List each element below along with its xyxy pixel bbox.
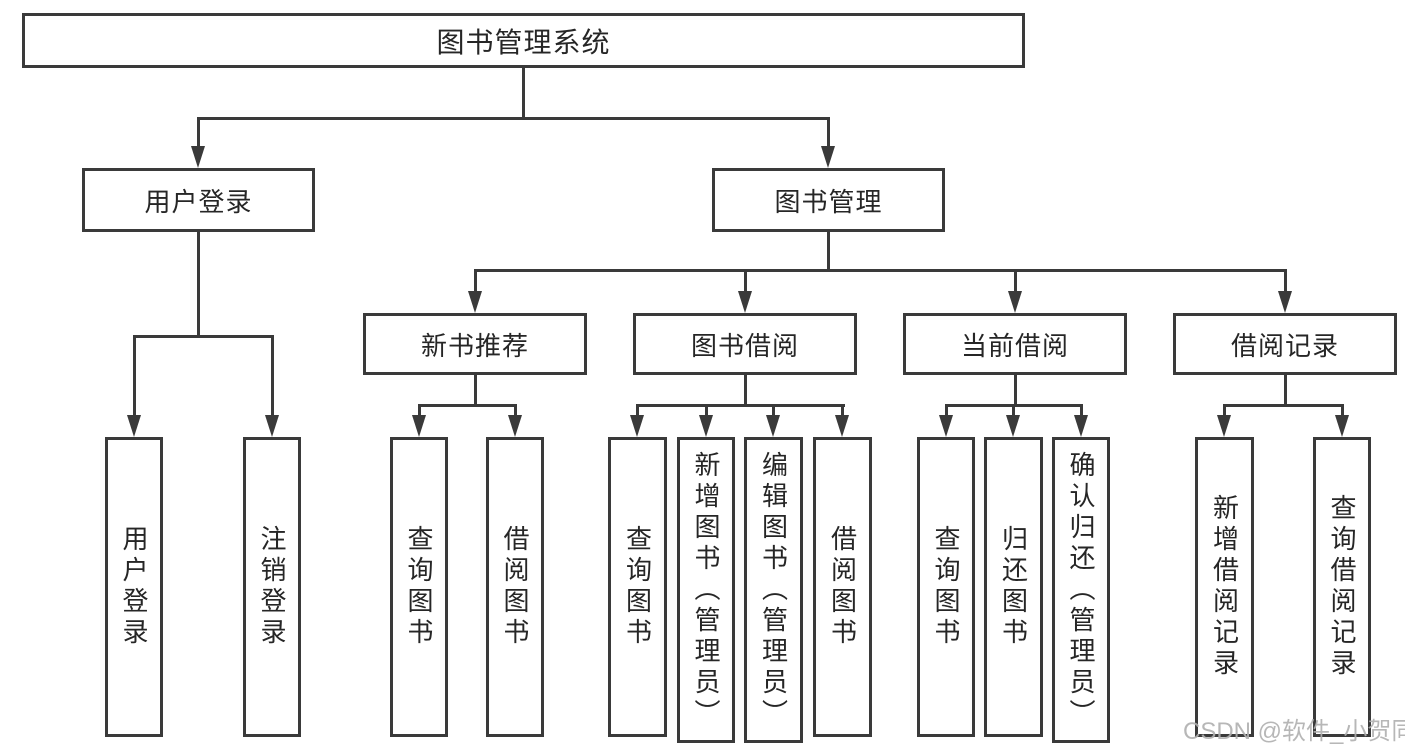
leaf-box-borrow-books-borrowing: 借阅图书: [813, 437, 872, 737]
connector-line: [704, 405, 708, 417]
connector-line: [473, 270, 477, 293]
connector-line: [473, 268, 1287, 272]
leaf-label-borrow-books-borrowing: 借阅图书: [827, 525, 858, 649]
arrow-down-icon: [508, 415, 522, 437]
node-label-book-management: 图书管理: [774, 186, 883, 217]
connector-line: [743, 270, 747, 293]
connector-line: [417, 405, 421, 417]
arrow-down-icon: [939, 415, 953, 437]
arrow-down-icon: [738, 291, 752, 313]
arrow-down-icon: [835, 415, 849, 437]
node-label-book-borrowing: 图书借阅: [690, 330, 799, 361]
leaf-box-confirm-return-admin: 确认归还（管理员）: [1052, 437, 1110, 743]
node-box-borrowing-records: 借阅记录: [1173, 313, 1397, 375]
connector-line: [132, 336, 136, 417]
leaf-label-user-login: 用户登录: [119, 525, 149, 649]
node-box-book-borrowing: 图书借阅: [633, 313, 857, 375]
leaf-box-add-books-admin: 新增图书（管理员）: [677, 437, 735, 743]
connector-line: [417, 403, 517, 407]
node-label-current-borrowing: 当前借阅: [960, 330, 1069, 361]
node-box-new-book-recommendation: 新书推荐: [363, 313, 587, 375]
watermark: CSDN @软件_小贺同学: [1183, 718, 1405, 745]
connector-line: [132, 334, 274, 338]
connector-line: [944, 405, 948, 417]
arrow-down-icon: [127, 415, 141, 437]
connector-line: [826, 232, 830, 272]
arrow-down-icon: [1335, 415, 1349, 437]
connector-line: [1340, 405, 1344, 417]
node-label-new-book-recommendation: 新书推荐: [420, 330, 529, 361]
leaf-box-query-books-recommend: 查询图书: [390, 437, 448, 737]
arrow-down-icon: [766, 415, 780, 437]
connector-line: [635, 403, 845, 407]
leaf-label-query-books-recommend: 查询图书: [404, 525, 434, 649]
arrow-down-icon: [699, 415, 713, 437]
leaf-label-borrow-books-recommend: 借阅图书: [500, 525, 530, 649]
connector-line: [1011, 405, 1015, 417]
arrow-down-icon: [412, 415, 426, 437]
leaf-label-add-books-admin: 新增图书（管理员）: [691, 450, 721, 730]
connector-line: [840, 405, 844, 417]
connector-line: [1013, 375, 1017, 407]
arrow-down-icon: [1278, 291, 1292, 313]
node-box-current-borrowing: 当前借阅: [903, 313, 1127, 375]
connector-line: [1013, 270, 1017, 293]
connector-line: [743, 375, 747, 407]
arrow-down-icon: [821, 146, 835, 168]
connector-line: [196, 232, 200, 338]
leaf-label-query-books-current: 查询图书: [931, 525, 961, 649]
leaf-box-logout: 注销登录: [243, 437, 301, 737]
leaf-box-add-borrow-record: 新增借阅记录: [1195, 437, 1254, 737]
connector-line: [1283, 375, 1287, 407]
leaf-label-edit-books-admin: 编辑图书（管理员）: [758, 450, 789, 730]
arrow-down-icon: [191, 146, 205, 168]
connector-line: [270, 336, 274, 417]
arrow-down-icon: [265, 415, 279, 437]
arrow-down-icon: [1008, 291, 1022, 313]
connector-line: [1222, 405, 1226, 417]
node-label-borrowing-records: 借阅记录: [1230, 330, 1339, 361]
leaf-box-query-borrow-record: 查询借阅记录: [1313, 437, 1371, 737]
leaf-label-query-borrow-record: 查询借阅记录: [1327, 494, 1357, 680]
connector-line: [771, 405, 775, 417]
leaf-box-borrow-books-recommend: 借阅图书: [486, 437, 544, 737]
connector-line: [513, 405, 517, 417]
connector-line: [1079, 405, 1083, 417]
leaf-label-confirm-return-admin: 确认归还（管理员）: [1066, 450, 1096, 730]
node-label-root: 图书管理系统: [436, 26, 611, 58]
arrow-down-icon: [1217, 415, 1231, 437]
leaf-box-return-books: 归还图书: [984, 437, 1043, 737]
leaf-box-user-login: 用户登录: [105, 437, 163, 737]
connector-line: [1222, 403, 1344, 407]
connector-line: [196, 116, 830, 120]
arrow-down-icon: [1074, 415, 1088, 437]
leaf-label-add-borrow-record: 新增借阅记录: [1209, 494, 1240, 680]
node-label-user-login: 用户登录: [144, 186, 253, 217]
connector-line: [473, 375, 477, 407]
node-box-user-login: 用户登录: [82, 168, 315, 232]
connector-line: [826, 118, 830, 150]
node-box-root: 图书管理系统: [22, 13, 1025, 68]
connector-line: [196, 118, 200, 150]
arrow-down-icon: [468, 291, 482, 313]
arrow-down-icon: [1006, 415, 1020, 437]
leaf-box-edit-books-admin: 编辑图书（管理员）: [744, 437, 803, 743]
leaf-box-query-books-current: 查询图书: [917, 437, 975, 737]
node-box-book-management: 图书管理: [712, 168, 945, 232]
leaf-label-return-books: 归还图书: [998, 525, 1029, 649]
arrow-down-icon: [630, 415, 644, 437]
connector-line: [1283, 270, 1287, 293]
leaf-label-logout: 注销登录: [257, 525, 287, 649]
connector-line: [635, 405, 639, 417]
leaf-label-query-books-borrowing: 查询图书: [622, 525, 653, 649]
leaf-box-query-books-borrowing: 查询图书: [608, 437, 667, 737]
connector-line: [521, 68, 525, 118]
